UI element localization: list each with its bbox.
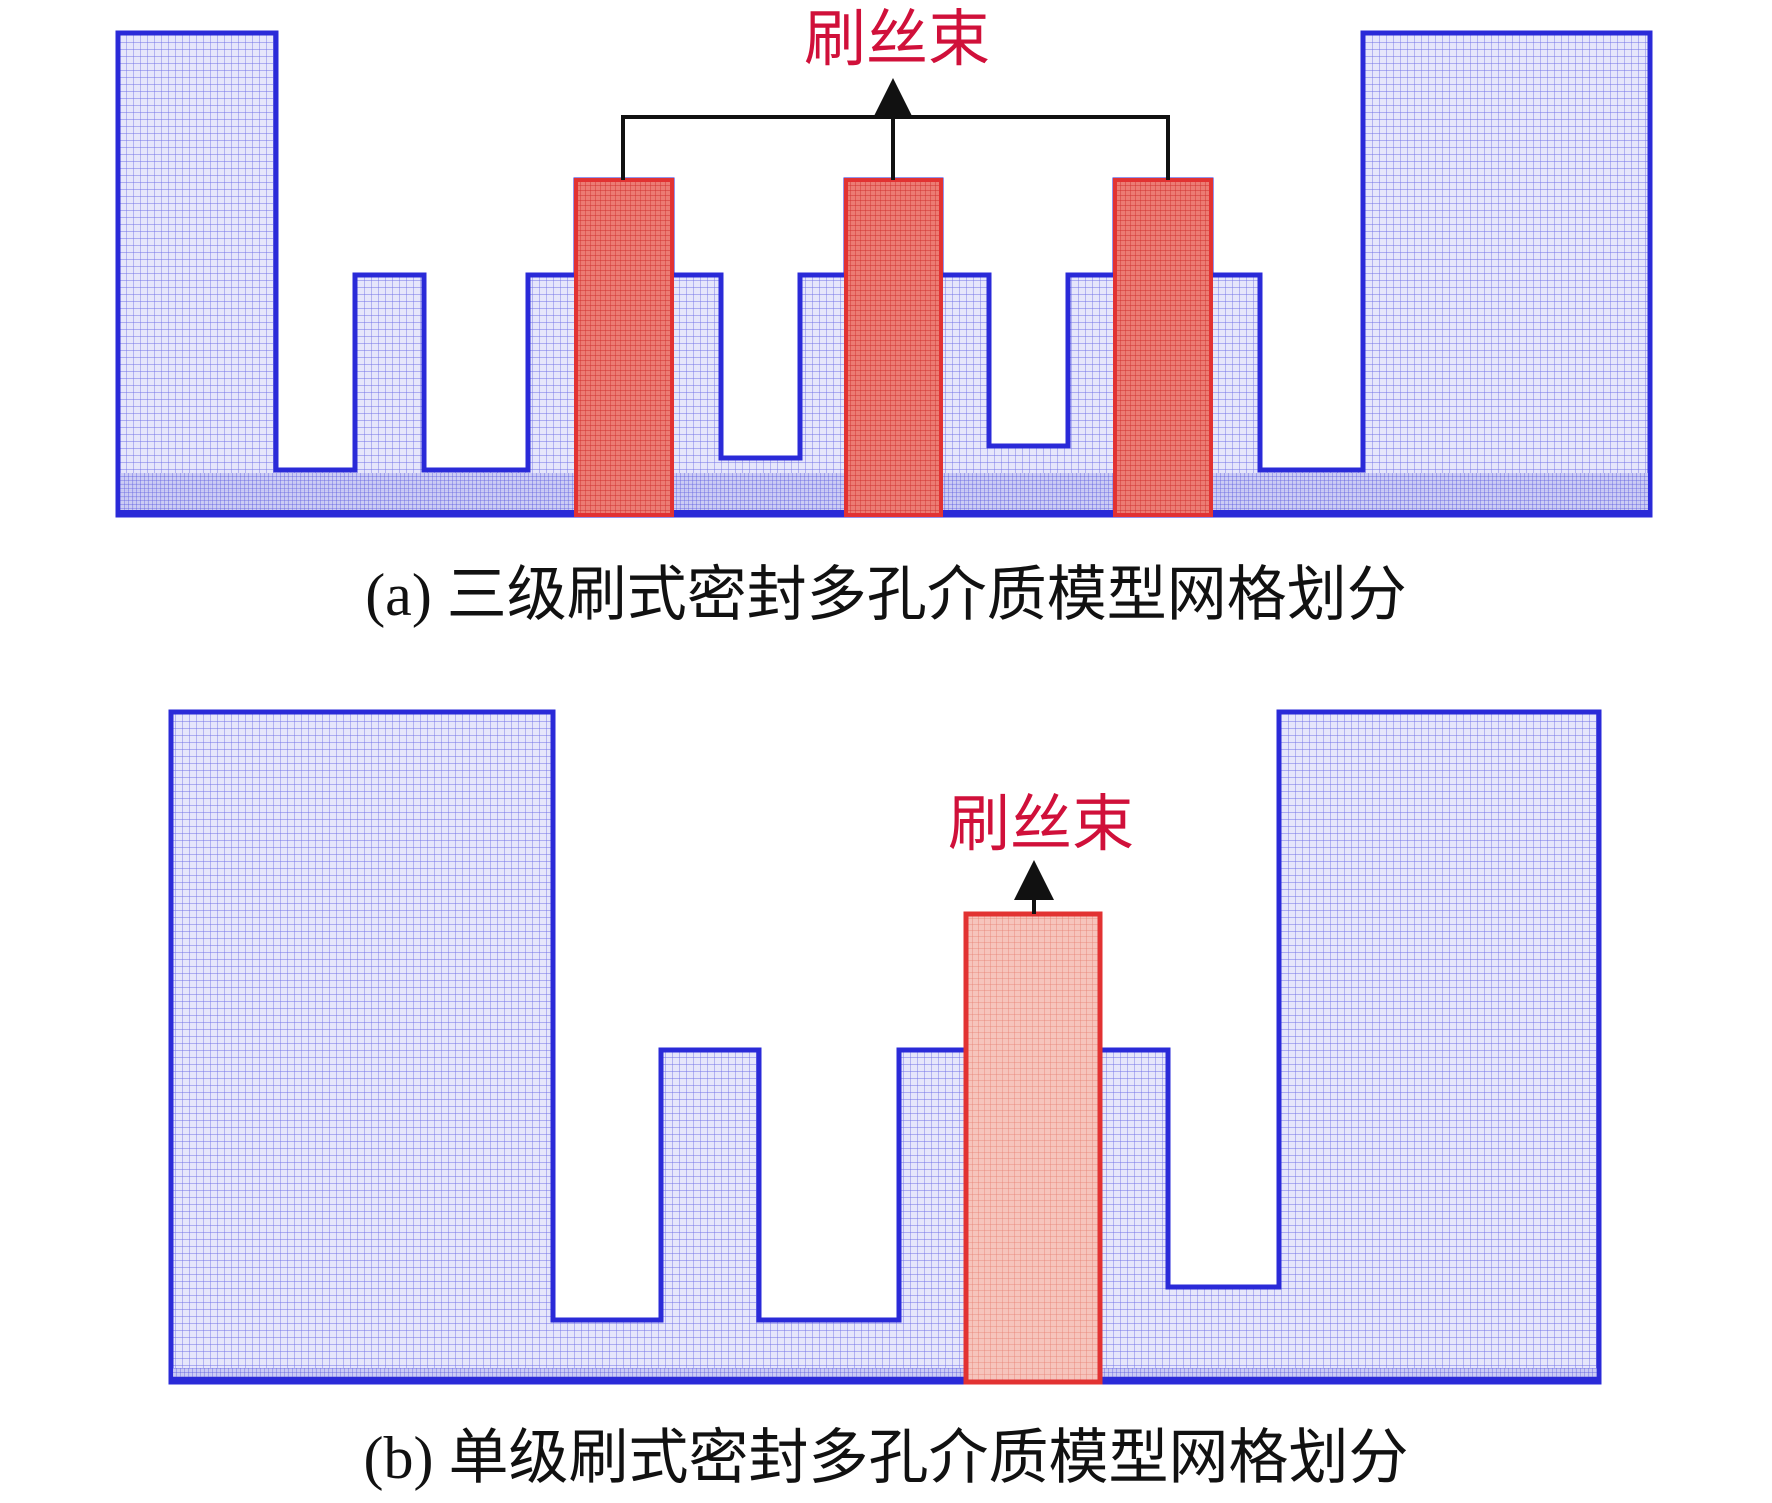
panel-a-bristle-packs [574, 178, 1213, 517]
panel-b: 刷丝束 [168, 709, 1602, 1385]
panel-a-bristle-pack-3 [1113, 178, 1213, 517]
panel-a-callout-connector [621, 78, 1170, 180]
panel-b-bristle-label: 刷丝束 [948, 787, 1134, 860]
panel-a: 刷丝束 [115, 2, 1653, 518]
panel-a-bristle-pack-1 [574, 178, 674, 517]
panel-b-caption: (b) 单级刷式密封多孔介质模型网格划分 [363, 1425, 1409, 1491]
panel-b-fluid-domain [168, 709, 1602, 1385]
panel-a-bristle-pack-2 [844, 178, 943, 517]
panel-a-caption: (a) 三级刷式密封多孔介质模型网格划分 [365, 562, 1407, 628]
panel-a-bristle-label: 刷丝束 [804, 2, 990, 75]
panel-b-domain-outline [168, 709, 1602, 1385]
panel-b-bristle-pack [963, 911, 1103, 1385]
panel-b-rotor-edge [171, 1377, 1601, 1383]
